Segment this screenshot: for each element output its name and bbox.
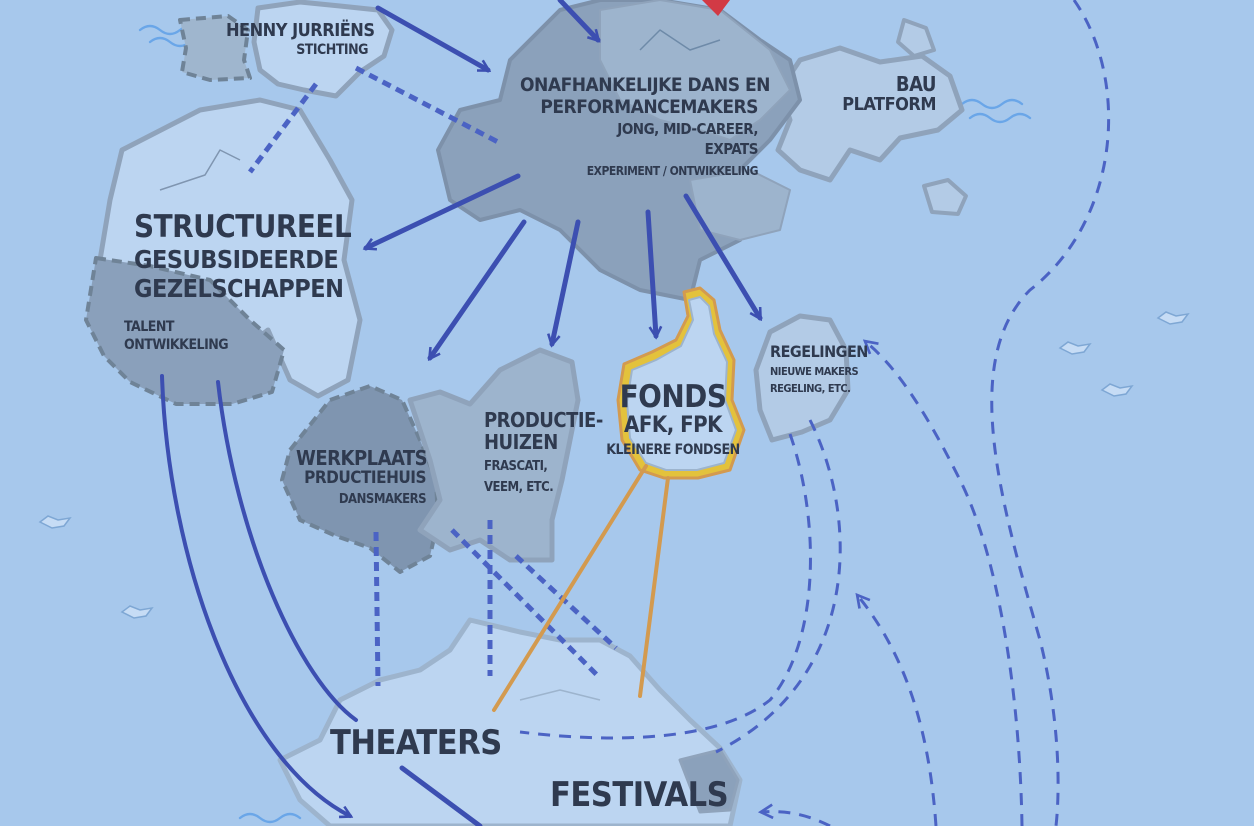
festivals-label: FESTIVALS bbox=[550, 775, 729, 815]
island-bau bbox=[775, 18, 968, 216]
island-onafhankelijke bbox=[436, 0, 802, 302]
solid-arrows bbox=[366, 0, 763, 826]
long-solid-lines bbox=[160, 374, 358, 816]
bau-label: BAU PLATFORM bbox=[838, 74, 936, 114]
island-productiehuizen bbox=[407, 347, 581, 563]
structureel-title-1: STRUCTUREEL bbox=[134, 209, 352, 245]
bau-subtitle: PLATFORM bbox=[842, 94, 936, 115]
dashed-paths bbox=[248, 65, 618, 687]
red-marker bbox=[702, 0, 730, 16]
regelingen-sub-2: REGELING, ETC. bbox=[770, 382, 851, 395]
werkplaats-title-1: WERKPLAATS bbox=[296, 446, 428, 470]
island-werkplaats bbox=[280, 384, 440, 574]
small-islets bbox=[38, 311, 1190, 619]
productiehuizen-label: PRODUCTIE- HUIZEN FRASCATI, VEEM, ETC. bbox=[484, 410, 603, 494]
onafhankelijke-sub-3: EXPERIMENT / ONTWIKKELING bbox=[586, 164, 759, 178]
henny-title: HENNY JURRIËNS bbox=[226, 20, 375, 41]
talent-line-1: TALENT bbox=[124, 319, 175, 335]
onafhankelijke-title-1: ONAFHANKELIJKE DANS EN bbox=[520, 74, 770, 96]
island-theaters-festivals bbox=[277, 617, 743, 826]
dashed-curves bbox=[519, 0, 1111, 826]
regelingen-sub-1: NIEUWE MAKERS bbox=[770, 365, 859, 378]
productiehuizen-sub-1: FRASCATI, bbox=[484, 459, 548, 474]
fonds-subtitle: AFK, FPK bbox=[624, 413, 722, 438]
henny-subtitle: STICHTING bbox=[296, 42, 368, 58]
talent-line-2: ONTWIKKELING bbox=[124, 337, 229, 353]
bau-title: BAU bbox=[895, 72, 937, 96]
structureel-title-2: GESUBSIDEERDE bbox=[134, 245, 339, 274]
theaters-label: THEATERS bbox=[330, 723, 502, 763]
onafhankelijke-title-2: PERFORMANCEMAKERS bbox=[540, 96, 758, 118]
productiehuizen-title-2: HUIZEN bbox=[484, 430, 558, 454]
productiehuizen-title-1: PRODUCTIE- bbox=[484, 408, 603, 432]
talent-label: TALENT ONTWIKKELING bbox=[124, 319, 229, 353]
onafhankelijke-sub-2: EXPATS bbox=[704, 140, 759, 158]
island-regelingen bbox=[753, 313, 851, 443]
island-structureel bbox=[84, 97, 363, 406]
structureel-label: STRUCTUREEL GESUBSIDEERDE GEZELSCHAPPEN bbox=[134, 209, 352, 303]
onafhankelijke-sub-1: JONG, MID-CAREER, bbox=[617, 120, 758, 138]
werkplaats-label: WERKPLAATS PRDUCTIEHUIS DANSMAKERS bbox=[296, 446, 428, 507]
regelingen-title: REGELINGEN bbox=[770, 342, 868, 361]
fonds-label: FONDS AFK, FPK KLEINERE FONDSEN bbox=[590, 379, 756, 458]
werkplaats-title-2: PRDUCTIEHUIS bbox=[304, 468, 426, 488]
fonds-small: KLEINERE FONDSEN bbox=[606, 442, 740, 458]
henny-label: HENNY JURRIËNS STICHTING bbox=[226, 20, 375, 58]
productiehuizen-sub-2: VEEM, ETC. bbox=[484, 480, 554, 495]
regelingen-label: REGELINGEN NIEUWE MAKERS REGELING, ETC. bbox=[770, 342, 868, 395]
structureel-title-3: GEZELSCHAPPEN bbox=[134, 274, 344, 303]
island-fonds bbox=[616, 286, 746, 480]
fonds-title: FONDS bbox=[619, 379, 727, 415]
fonds-connections bbox=[492, 464, 670, 712]
onafhankelijke-label: ONAFHANKELIJKE DANS EN PERFORMANCEMAKERS… bbox=[520, 74, 770, 178]
werkplaats-sub: DANSMAKERS bbox=[338, 492, 427, 507]
